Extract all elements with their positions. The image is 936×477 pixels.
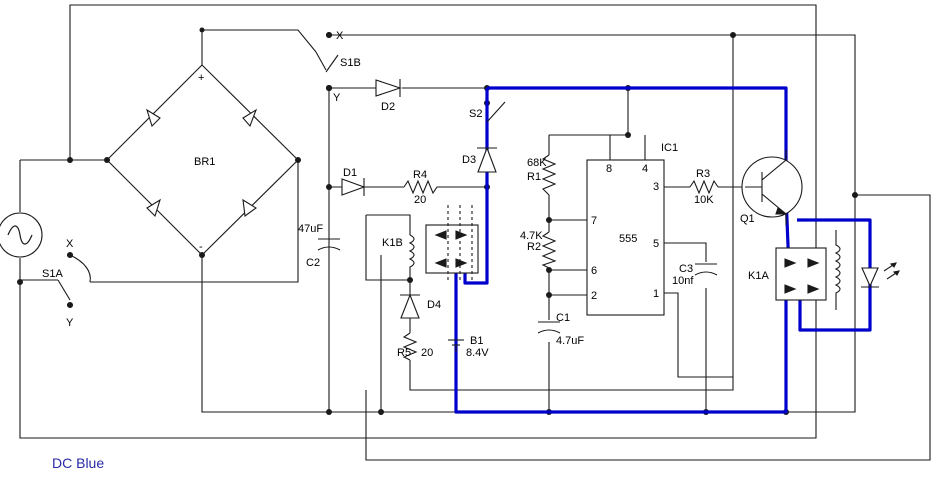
switch-s1a xyxy=(57,251,91,309)
s1a-x-label: X xyxy=(66,238,74,250)
r1-label: R1 xyxy=(527,171,541,183)
relay-k1a xyxy=(775,230,841,310)
r3-value: 10K xyxy=(694,194,714,206)
resistor-r3 xyxy=(689,179,719,195)
bridge-rectifier xyxy=(106,30,299,256)
c3-value: 10nf xyxy=(672,275,694,287)
capacitor-c3 xyxy=(694,263,718,276)
bridge-plus-label: + xyxy=(198,72,204,84)
d1-label: D1 xyxy=(343,167,357,179)
c2-value: 47uF xyxy=(298,223,323,235)
diode-d3 xyxy=(477,146,497,173)
diode-d2 xyxy=(375,79,402,97)
ac-source xyxy=(0,212,43,258)
diagram-caption: DC Blue xyxy=(52,455,104,471)
ic-pin-4: 4 xyxy=(642,163,648,175)
resistor-r2 xyxy=(541,231,557,269)
capacitor-c1 xyxy=(537,321,561,334)
d3-label: D3 xyxy=(462,154,476,166)
k1a-label: K1A xyxy=(748,270,769,282)
c1-label: C1 xyxy=(556,312,570,324)
ic-type: 555 xyxy=(619,233,637,245)
ic-pin-6: 6 xyxy=(591,265,597,277)
diode-d1 xyxy=(341,178,366,196)
switch-s2 xyxy=(486,101,506,123)
bridge-minus-label: - xyxy=(199,241,203,253)
s2-label: S2 xyxy=(469,108,482,120)
ic-pin-3: 3 xyxy=(653,181,659,193)
r5-value: 20 xyxy=(421,347,433,359)
ic-pin-8: 8 xyxy=(606,163,612,175)
c2-label: C2 xyxy=(306,257,320,269)
r3-label: R3 xyxy=(696,168,710,180)
ic-pin-5: 5 xyxy=(653,238,659,250)
switch-s1b xyxy=(325,31,339,92)
s1b-x-label: X xyxy=(336,30,344,42)
resistor-r4 xyxy=(403,179,440,195)
r4-value: 20 xyxy=(414,194,426,206)
relay-k1b xyxy=(408,205,479,280)
c3-label: C3 xyxy=(679,263,693,275)
resistor-r1 xyxy=(541,154,557,196)
k1b-label: K1B xyxy=(382,237,403,249)
d4-label: D4 xyxy=(427,299,441,311)
ic-pin-1: 1 xyxy=(653,288,659,300)
d2-label: D2 xyxy=(381,101,395,113)
s1b-label: S1B xyxy=(340,57,361,69)
r1-value: 68K xyxy=(527,157,547,169)
b1-label: B1 xyxy=(470,335,483,347)
junction-dots xyxy=(17,27,858,415)
r2-value: 4.7K xyxy=(520,230,543,242)
c1-value: 4.7uF xyxy=(556,335,584,347)
ic-pin-7: 7 xyxy=(591,215,597,227)
diode-d4 xyxy=(400,293,420,319)
ic-label: IC1 xyxy=(661,142,678,154)
s1b-y-label: Y xyxy=(333,92,341,104)
r2-label: R2 xyxy=(527,241,541,253)
b1-value: 8.4V xyxy=(466,347,489,359)
transistor-q1 xyxy=(741,150,803,225)
q1-label: Q1 xyxy=(740,213,755,225)
bridge-label: BR1 xyxy=(194,156,215,168)
ic-pin-2: 2 xyxy=(591,290,597,302)
ic-555 xyxy=(586,159,665,316)
r5-label: R5 xyxy=(397,347,411,359)
capacitor-c2 xyxy=(317,238,341,251)
r4-label: R4 xyxy=(413,169,427,181)
s1a-y-label: Y xyxy=(66,317,74,329)
battery-b1 xyxy=(448,339,464,352)
s1a-label: S1A xyxy=(42,268,63,280)
resistor-r5 xyxy=(402,332,418,361)
black-wires xyxy=(19,4,931,461)
led xyxy=(861,262,900,288)
